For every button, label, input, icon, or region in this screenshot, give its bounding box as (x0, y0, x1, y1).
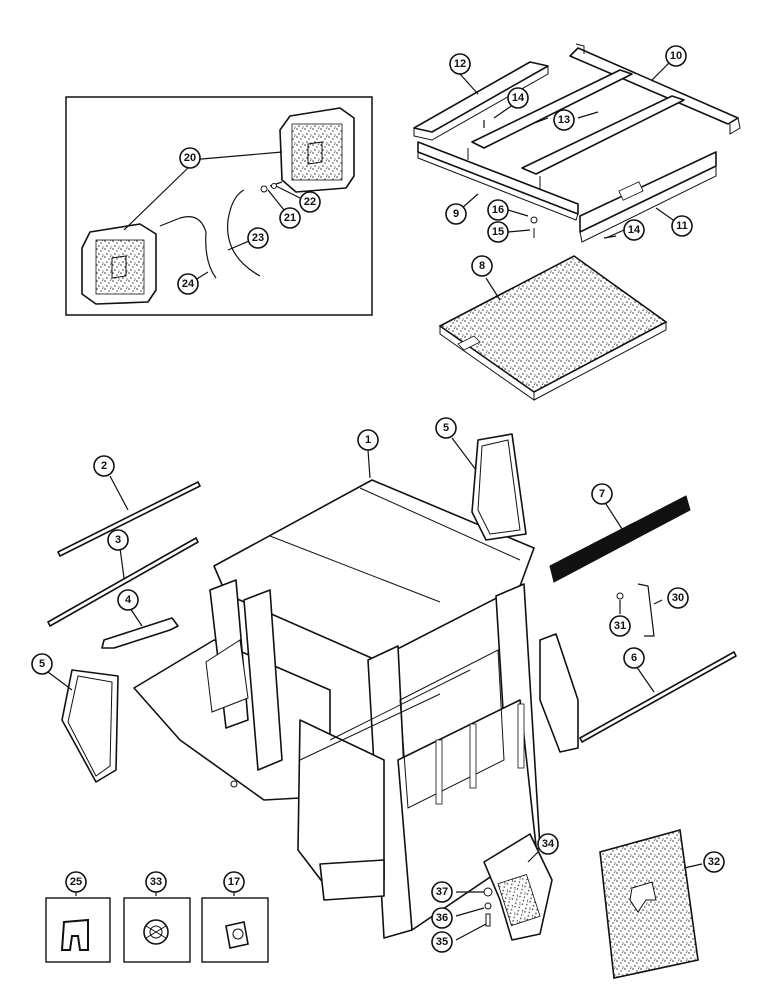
callout-5-upper: 5 (435, 417, 457, 439)
svg-text:10: 10 (670, 50, 682, 62)
svg-text:30: 30 (672, 592, 684, 604)
callout-14-lower: 14 (623, 219, 645, 241)
callout-23: 23 (247, 227, 269, 249)
callout-30: 30 (667, 587, 689, 609)
svg-text:17: 17 (228, 876, 240, 888)
work-lamp-inset (65, 96, 373, 316)
svg-text:36: 36 (436, 912, 448, 924)
detail-bushing-17 (201, 890, 269, 963)
svg-text:13: 13 (558, 114, 570, 126)
callout-20: 20 (179, 147, 201, 169)
svg-text:24: 24 (182, 278, 195, 290)
svg-text:11: 11 (676, 220, 688, 232)
callout-11: 11 (671, 215, 693, 237)
window-seal-upper (451, 433, 527, 541)
detail-clip-25 (45, 890, 111, 963)
svg-text:7: 7 (599, 488, 605, 500)
callout-21: 21 (279, 207, 301, 229)
floor-mat (438, 255, 668, 401)
work-lamp-left (81, 223, 157, 305)
svg-text:3: 3 (115, 534, 121, 546)
svg-text:14: 14 (512, 92, 525, 104)
callout-6: 6 (623, 647, 645, 669)
callout-1: 1 (357, 429, 379, 451)
callout-2: 2 (93, 455, 115, 477)
roof-weatherstrip (549, 495, 691, 583)
svg-text:34: 34 (542, 838, 555, 850)
callout-15: 15 (487, 221, 509, 243)
detail-plug-33 (123, 890, 191, 963)
svg-text:33: 33 (150, 876, 162, 888)
svg-text:2: 2 (101, 460, 107, 472)
step-assembly (455, 833, 553, 941)
callout-22: 22 (299, 191, 321, 213)
svg-text:32: 32 (708, 856, 720, 868)
callout-24: 24 (177, 273, 199, 295)
svg-text:31: 31 (614, 620, 626, 632)
callout-17: 17 (223, 871, 245, 893)
svg-text:1: 1 (365, 434, 371, 446)
callout-36: 36 (431, 907, 453, 929)
handle-30 (616, 583, 663, 637)
svg-text:22: 22 (304, 196, 316, 208)
svg-text:23: 23 (252, 232, 264, 244)
callout-7: 7 (591, 483, 613, 505)
callout-33: 33 (145, 871, 167, 893)
work-lamp-right (279, 107, 355, 193)
callout-13: 13 (553, 109, 575, 131)
cab-shell (133, 449, 579, 939)
window-seal-lower (47, 669, 119, 783)
svg-text:9: 9 (453, 208, 459, 220)
callout-5-lower: 5 (31, 653, 53, 675)
svg-text:15: 15 (492, 226, 504, 238)
seal-strips (47, 475, 737, 743)
callout-12: 12 (449, 53, 471, 75)
callout-4: 4 (117, 589, 139, 611)
callout-10: 10 (665, 45, 687, 67)
svg-text:14: 14 (628, 224, 641, 236)
svg-text:6: 6 (631, 652, 637, 664)
callout-35: 35 (431, 931, 453, 953)
callout-16: 16 (487, 199, 509, 221)
grab-handle (101, 607, 179, 649)
callout-9: 9 (445, 203, 467, 225)
callout-25: 25 (65, 871, 87, 893)
callout-32: 32 (703, 851, 725, 873)
callout-31: 31 (609, 615, 631, 637)
callout-34: 34 (537, 833, 559, 855)
svg-text:8: 8 (479, 260, 485, 272)
svg-text:21: 21 (284, 212, 296, 224)
callout-37: 37 (431, 881, 453, 903)
svg-text:37: 37 (436, 886, 448, 898)
svg-text:20: 20 (184, 152, 196, 164)
svg-text:16: 16 (492, 204, 504, 216)
callout-3: 3 (107, 529, 129, 551)
svg-text:12: 12 (454, 58, 466, 70)
callout-8: 8 (471, 255, 493, 277)
floor-frame-assembly (413, 43, 741, 243)
svg-text:25: 25 (70, 876, 82, 888)
svg-text:5: 5 (443, 422, 449, 434)
callout-14-upper: 14 (507, 87, 529, 109)
svg-text:5: 5 (39, 658, 45, 670)
svg-text:35: 35 (436, 936, 448, 948)
svg-text:4: 4 (125, 594, 132, 606)
side-mat (599, 828, 703, 979)
